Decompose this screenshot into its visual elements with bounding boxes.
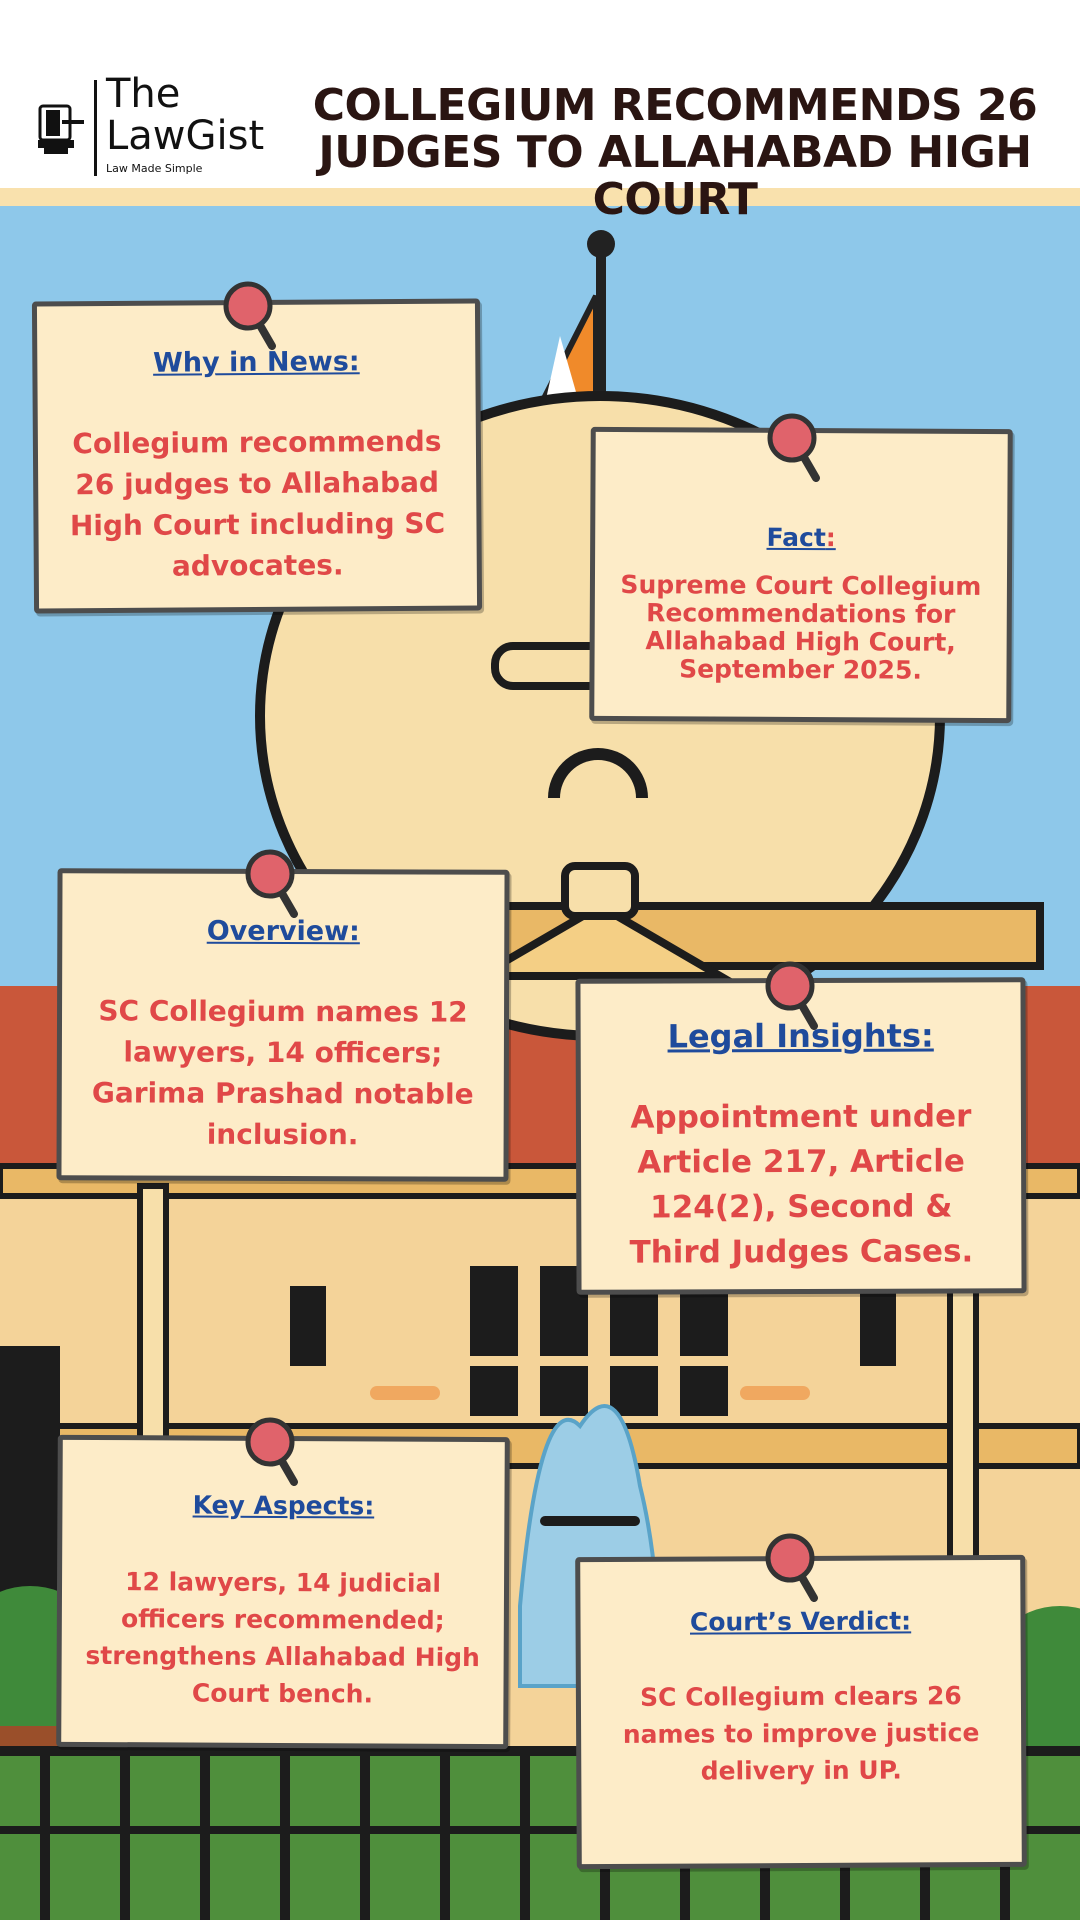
header: The LawGist Law Made Simple COLLEGIUM RE… [0, 0, 1080, 223]
flagpole [596, 246, 606, 486]
pushpin-icon [767, 413, 820, 482]
note-heading: Court’s Verdict: [689, 1606, 912, 1637]
logo[interactable]: The LawGist Law Made Simple [36, 74, 286, 180]
gavel-icon [38, 104, 84, 154]
note-heading-colon: : [349, 916, 360, 948]
note-heading-colon: : [825, 523, 836, 553]
logo-divider [94, 80, 97, 176]
pushpin-icon [223, 281, 276, 350]
note-body: SC Collegium clears 26 names to improve … [622, 1681, 980, 1786]
note-body: 12 lawyers, 14 judicial officers recomme… [85, 1567, 480, 1709]
logo-line1: The [106, 71, 181, 117]
pushpin-icon [765, 1533, 818, 1602]
page-title: COLLEGIUM RECOMMENDS 26 JUDGES TO ALLAHA… [312, 80, 1038, 225]
logo-line2: LawGist [106, 113, 265, 159]
note-heading: Fact: [595, 522, 1007, 553]
note-body: Appointment under Article 217, Article 1… [629, 1098, 974, 1271]
note-body: Collegium recommends 26 judges to Allaha… [69, 424, 446, 583]
pushpin-icon [765, 961, 818, 1030]
note-body: Supreme Court Collegium Recommendations … [620, 570, 982, 685]
note-heading: Overview: [62, 915, 504, 948]
logo-tagline: Law Made Simple [106, 162, 203, 175]
note-heading-text: Overview [206, 915, 350, 948]
pushpin-icon [245, 849, 298, 918]
note-heading: Why in News: [152, 346, 360, 379]
note-heading-text: Fact [766, 522, 826, 553]
pushpin-icon [245, 1417, 298, 1486]
note-body: SC Collegium names 12 lawyers, 14 office… [91, 994, 474, 1152]
note-heading: Key Aspects: [192, 1490, 375, 1521]
